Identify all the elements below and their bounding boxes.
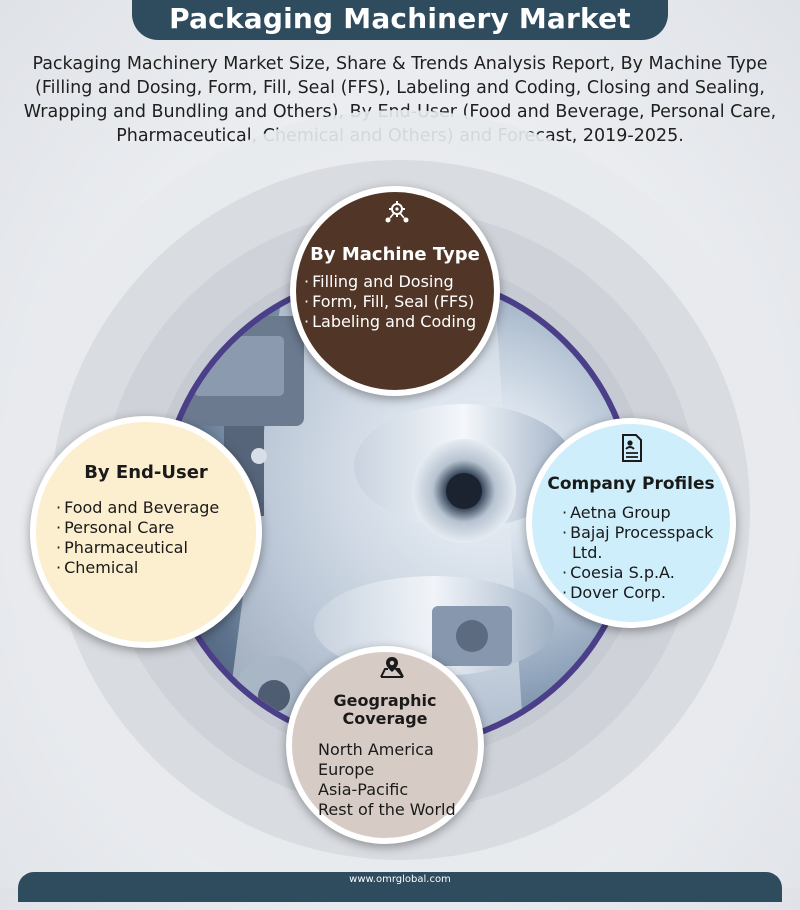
list-item: ·Aetna Group <box>562 503 671 522</box>
title-bar: Packaging Machinery Market <box>0 0 800 42</box>
machine-type-title: By Machine Type <box>310 244 480 265</box>
list-item: ·Bajaj Processpack <box>562 523 714 542</box>
end-user-list: ·Food and Beverage ·Personal Care ·Pharm… <box>56 498 219 578</box>
list-item: Asia-Pacific <box>318 780 409 799</box>
machine-type-list: ·Filling and Dosing ·Form, Fill, Seal (F… <box>304 272 476 332</box>
geographic-coverage-list: North America Europe Asia-Pacific Rest o… <box>318 740 456 820</box>
list-item: Europe <box>318 760 375 779</box>
list-item: North America <box>318 740 434 759</box>
footer-url[interactable]: www.omrglobal.com <box>349 874 451 885</box>
list-item: Ltd. <box>572 543 603 562</box>
end-user-title: By End-User <box>84 462 208 483</box>
settings-network-icon <box>384 198 410 228</box>
list-item: ·Pharmaceutical <box>56 538 188 557</box>
end-user-card: By End-User ·Food and Beverage ·Personal… <box>30 416 262 648</box>
list-item: ·Filling and Dosing <box>304 272 454 291</box>
company-profiles-list: ·Aetna Group ·Bajaj Processpack Ltd. ·Co… <box>562 503 713 603</box>
list-item: ·Form, Fill, Seal (FFS) <box>304 292 475 311</box>
company-profiles-title: Company Profiles <box>547 474 715 494</box>
company-profiles-card: Company Profiles ·Aetna Group ·Bajaj Pro… <box>526 418 736 628</box>
page-title: Packaging Machinery Market <box>169 2 631 35</box>
geographic-coverage-card: Geographic Coverage North America Europe… <box>286 646 484 844</box>
list-item: ·Chemical <box>56 558 139 577</box>
list-item: Rest of the World <box>318 800 456 819</box>
list-item: ·Dover Corp. <box>562 583 666 602</box>
list-item: ·Labeling and Coding <box>304 312 477 331</box>
title-bar-background <box>132 0 668 40</box>
list-item: ·Food and Beverage <box>56 498 220 517</box>
machine-type-card: By Machine Type ·Filling and Dosing ·For… <box>290 186 500 396</box>
geographic-coverage-title: Geographic Coverage <box>333 691 437 728</box>
machinery-illustration <box>174 276 574 744</box>
profile-document-icon <box>622 434 642 466</box>
map-pin-icon <box>380 656 404 682</box>
list-item: ·Personal Care <box>56 518 175 537</box>
list-item: ·Coesia S.p.A. <box>562 563 675 582</box>
